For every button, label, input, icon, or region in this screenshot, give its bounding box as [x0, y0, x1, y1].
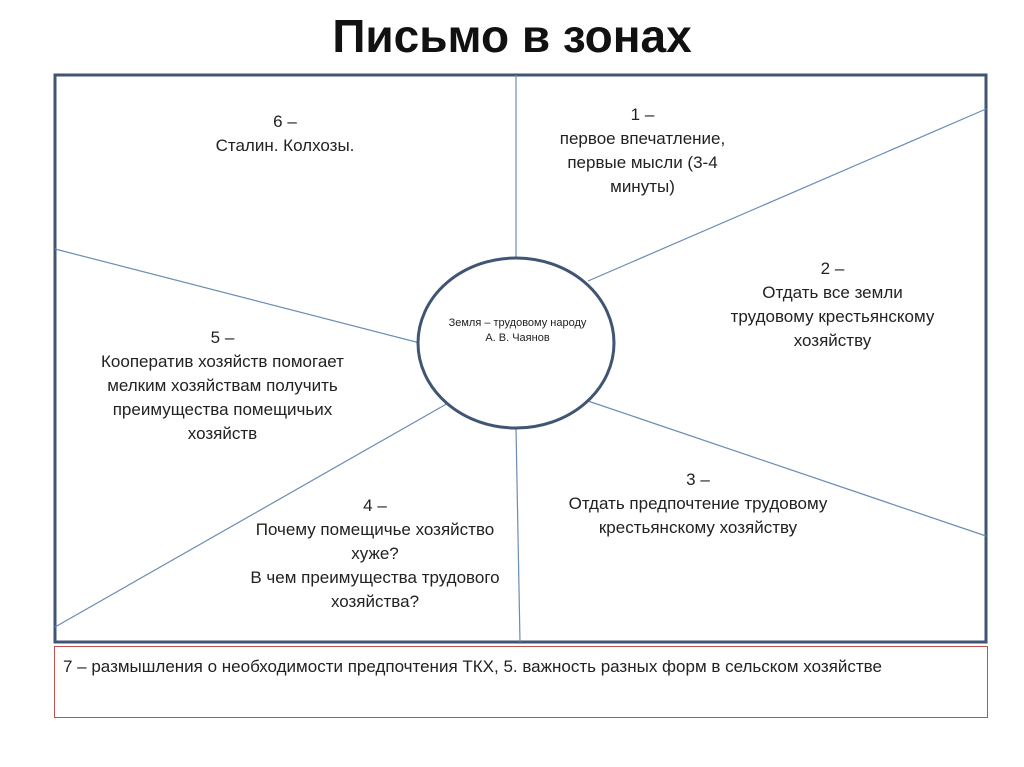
zone-4-text: 4 – Почему помещичье хозяйство хуже? В ч… [210, 494, 540, 614]
zone-1-text: 1 – первое впечатление, первые мысли (3-… [520, 103, 765, 199]
zone-1-line: 1 – [630, 105, 655, 124]
center-label: Земля – трудовому народу А. В. Чаянов [420, 316, 615, 346]
spoke-upper-left [54, 248, 421, 344]
center-circle [416, 256, 616, 430]
zone-5-text: 5 – Кооператив хозяйств помогает мелким … [60, 326, 385, 446]
page-title: Письмо в зонах [332, 10, 692, 62]
zone-5-line: Кооператив хозяйств помогает [101, 352, 344, 371]
zone-3-line: 3 – [686, 470, 710, 489]
zone-1-line: минуты) [610, 177, 675, 196]
zone-4-line: хуже? [351, 544, 399, 563]
zone-3-line: крестьянскому хозяйству [598, 518, 798, 537]
spoke-lower-left [54, 401, 451, 628]
zone-7-box: 7 – размышления о необходимости предпочт… [54, 646, 988, 718]
zone-5-line: мелким хозяйствам получить [107, 376, 338, 395]
zone-3-text: 3 – Отдать предпочтение трудовому кресть… [532, 468, 864, 540]
zone-2-line: трудовому крестьянскому [730, 307, 935, 326]
spoke-bottom [515, 427, 521, 643]
zone-2-line: 2 – [820, 259, 845, 278]
zone-2-line: Отдать все земли [762, 283, 903, 302]
zone-3-line: Отдать предпочтение трудовому [568, 494, 828, 513]
zones-frame [53, 73, 988, 644]
zone-4-line: Почему помещичье хозяйство [255, 520, 495, 539]
zone-6-text: 6 – Сталин. Колхозы. [180, 110, 390, 158]
zone-4-line: хозяйства? [330, 592, 420, 611]
zone-5-line: преимущества помещичьих [112, 400, 333, 419]
zone-6-line: 6 – [273, 112, 297, 131]
zone-2-text: 2 – Отдать все земли трудовому крестьянс… [695, 257, 970, 353]
spoke-upper-right [587, 108, 987, 282]
zone-5-line: 5 – [210, 328, 235, 347]
center-author: А. В. Чаянов [485, 332, 550, 344]
zone-4-line: 4 – [363, 496, 387, 515]
zone-2-line: хозяйству [793, 331, 872, 350]
spoke-lower-right [587, 400, 987, 537]
zone-7-text: 7 – размышления о необходимости предпочт… [63, 657, 882, 676]
zone-1-line: первое впечатление, [559, 129, 726, 148]
center-slogan: Земля – трудовому народу [448, 317, 587, 329]
zone-4-line: В чем преимущества трудового [250, 568, 500, 587]
zone-6-line: Сталин. Колхозы. [215, 136, 355, 155]
zone-5-line: хозяйств [187, 424, 258, 443]
zone-1-line: первые мысли (3-4 [567, 153, 718, 172]
